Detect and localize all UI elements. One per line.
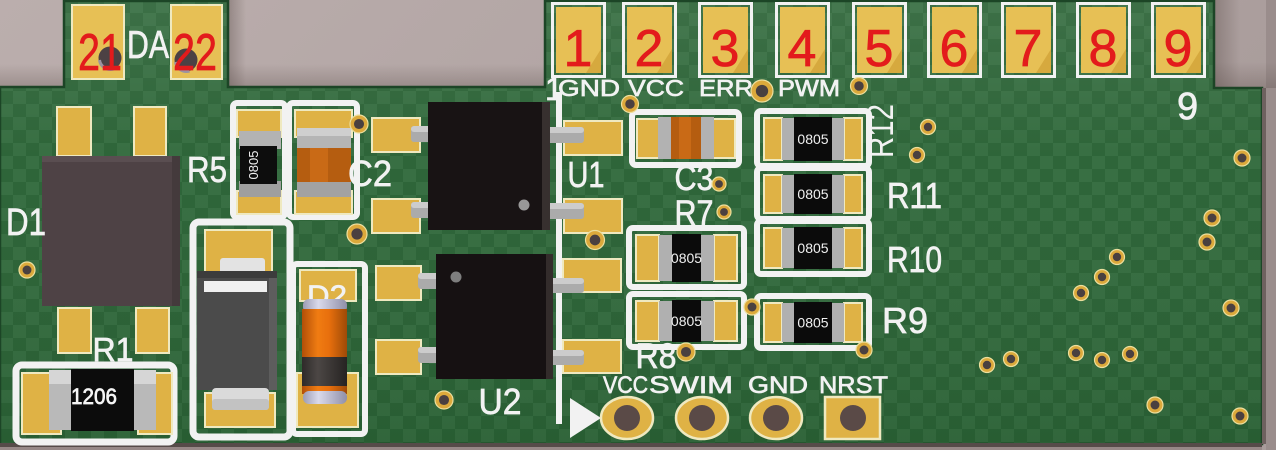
svg-text:R12: R12 bbox=[860, 104, 901, 158]
svg-text:2: 2 bbox=[635, 20, 664, 78]
svg-text:0805: 0805 bbox=[797, 315, 828, 331]
svg-text:VCC: VCC bbox=[603, 372, 648, 399]
svg-text:0805: 0805 bbox=[671, 313, 702, 329]
svg-text:9: 9 bbox=[1164, 20, 1193, 78]
svg-text:3: 3 bbox=[711, 20, 740, 78]
svg-text:C3: C3 bbox=[675, 159, 714, 198]
svg-text:0805: 0805 bbox=[797, 240, 828, 256]
svg-text:PWM: PWM bbox=[778, 75, 840, 101]
svg-text:1206: 1206 bbox=[71, 384, 117, 409]
svg-text:ERR: ERR bbox=[699, 75, 753, 101]
svg-text:0805: 0805 bbox=[246, 151, 261, 180]
svg-text:D1: D1 bbox=[6, 202, 46, 244]
svg-text:U2: U2 bbox=[479, 381, 522, 422]
svg-text:R1: R1 bbox=[93, 331, 134, 368]
svg-text:1: 1 bbox=[564, 20, 593, 78]
svg-text:R7: R7 bbox=[675, 194, 714, 233]
svg-text:SWIM: SWIM bbox=[649, 372, 733, 399]
svg-text:R11: R11 bbox=[887, 175, 942, 216]
svg-text:R10: R10 bbox=[887, 239, 942, 280]
svg-text:DA: DA bbox=[127, 24, 169, 67]
svg-text:22: 22 bbox=[173, 24, 217, 82]
svg-text:R9: R9 bbox=[882, 300, 928, 341]
svg-text:21: 21 bbox=[78, 24, 122, 82]
svg-text:4: 4 bbox=[788, 20, 817, 78]
svg-text:0805: 0805 bbox=[797, 131, 828, 147]
svg-text:6: 6 bbox=[940, 20, 969, 78]
svg-text:GND: GND bbox=[558, 75, 620, 101]
svg-text:7: 7 bbox=[1014, 20, 1043, 78]
svg-text:VCC: VCC bbox=[628, 75, 684, 101]
svg-text:5: 5 bbox=[865, 20, 894, 78]
svg-text:NRST: NRST bbox=[819, 372, 888, 399]
svg-text:9: 9 bbox=[1177, 86, 1198, 128]
svg-text:0805: 0805 bbox=[671, 250, 702, 266]
svg-text:C2: C2 bbox=[348, 153, 392, 194]
svg-text:U1: U1 bbox=[568, 154, 605, 195]
svg-text:R8: R8 bbox=[636, 337, 677, 376]
svg-text:GND: GND bbox=[748, 372, 808, 399]
svg-text:0805: 0805 bbox=[797, 186, 828, 202]
svg-text:8: 8 bbox=[1089, 20, 1118, 78]
svg-text:R5: R5 bbox=[187, 149, 227, 190]
